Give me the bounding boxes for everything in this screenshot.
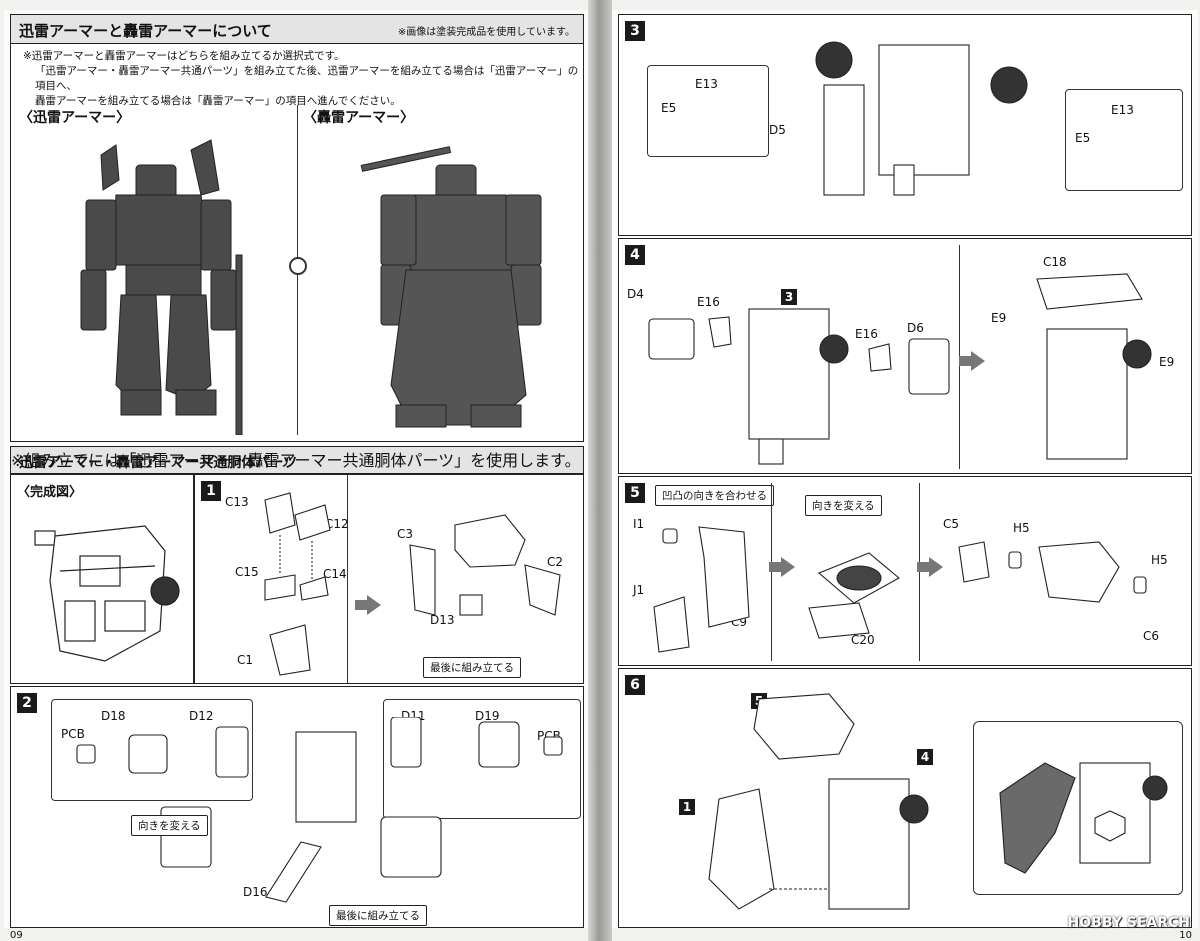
part-label: E16 <box>855 327 878 341</box>
step-1-parts-drawing <box>264 492 331 676</box>
part-label: D18 <box>101 709 126 723</box>
section-note: ※組み立てには「迅雷アーマー・轟雷アーマー共通胴体パーツ」を使用します。 <box>11 451 581 470</box>
left-page: 迅雷アーマーと轟雷アーマーについて ※画像は塗装完成品を使用しています。 ※迅雷… <box>4 10 588 941</box>
jinrai-armor-figure <box>80 139 243 435</box>
complete-label: 〈完成図〉 <box>17 485 83 500</box>
step-2-panel: 2 D18 D12 PCB D7 D11 D19 PCB D16 向きを変える <box>10 686 584 928</box>
part-label: J1 <box>633 583 645 597</box>
right-page: 3 E13 E5 D5 E13 E5 2 4 D4 E16 E16 D6 3 <box>612 10 1198 941</box>
sub-assembly-left <box>51 699 253 801</box>
intro-line: 轟雷アーマーを組み立てる場合は「轟雷アーマー」の項目へ進んでください。 <box>35 95 401 107</box>
step-number: 5 <box>625 483 645 503</box>
book-gutter <box>588 0 612 941</box>
sub-assembly-right <box>1065 89 1183 191</box>
completed-detail-drawing <box>999 762 1168 874</box>
ref-number: 1 <box>679 799 695 815</box>
step-5-c-drawing <box>958 541 1147 603</box>
step-5-a-drawing <box>653 526 750 653</box>
section-header: 迅雷アーマーと轟雷アーマーについて ※画像は塗装完成品を使用しています。 <box>11 15 583 44</box>
next-arrow-icon <box>769 557 795 577</box>
part-label: E13 <box>1111 103 1134 117</box>
part-label: E5 <box>661 101 677 115</box>
part-label: E13 <box>695 77 718 91</box>
step-3-assembly-drawing <box>815 41 1028 196</box>
part-label: C2 <box>547 555 564 569</box>
watermark: HOBBY SEARCH <box>1067 915 1190 931</box>
step-number: 3 <box>625 21 645 41</box>
step-4-panel: 4 D4 E16 E16 D6 3 C18 E9 E9 <box>618 238 1192 474</box>
gourai-armor-figure <box>360 146 542 428</box>
step-4-left-drawing <box>648 308 950 465</box>
step-4-right-drawing <box>1036 273 1152 460</box>
part-label: D12 <box>189 709 214 723</box>
part-label: C14 <box>323 567 347 581</box>
complete-figure-panel: 〈完成図〉 <box>10 474 194 684</box>
completed-detail-inset <box>973 721 1183 895</box>
completed-torso-drawing <box>34 525 180 662</box>
ref-number: 4 <box>917 749 933 765</box>
step-number: 1 <box>201 481 221 501</box>
part-label: D13 <box>430 613 455 627</box>
part-label: C18 <box>1043 255 1067 269</box>
part-label: PCB <box>61 727 85 741</box>
divider <box>919 483 920 661</box>
step-1-assembly-drawing <box>409 514 561 616</box>
next-arrow-icon <box>355 595 381 615</box>
part-label: C3 <box>397 527 414 541</box>
step-number: 6 <box>625 675 645 695</box>
step-3-panel: 3 E13 E5 D5 E13 E5 2 <box>618 14 1192 236</box>
callout-turn: 向きを変える <box>131 815 208 836</box>
section-title: 迅雷アーマー・轟雷アーマー共通胴体パーツ <box>19 455 298 471</box>
step-6-assembly-drawing <box>708 693 929 910</box>
ref-number: 3 <box>781 289 797 305</box>
page-number: 10 <box>1179 930 1192 941</box>
intro-line: 「迅雷アーマー・轟雷アーマー共通パーツ」を組み立てた後、迅雷アーマーを組み立てる… <box>35 65 579 92</box>
part-label: C15 <box>235 565 259 579</box>
part-label: C5 <box>943 517 960 531</box>
armor-selection-section: 迅雷アーマーと轟雷アーマーについて ※画像は塗装完成品を使用しています。 ※迅雷… <box>10 14 584 442</box>
part-label: C12 <box>325 517 349 531</box>
part-label: D19 <box>475 709 500 723</box>
part-label: D16 <box>243 885 268 899</box>
next-arrow-icon <box>917 557 943 577</box>
intro-text: ※迅雷アーマーと轟雷アーマーはどちらを組み立てるか選択式です。 「迅雷アーマー・… <box>23 49 583 109</box>
divider <box>347 475 348 683</box>
divider <box>771 483 772 661</box>
next-arrow-icon <box>959 351 985 371</box>
callout-last: 最後に組み立てる <box>423 657 521 678</box>
step-5-b-drawing <box>808 552 900 639</box>
callout-align: 凹凸の向きを合わせる <box>655 485 774 506</box>
part-label: I1 <box>633 517 645 531</box>
gourai-label: 〈轟雷アーマー〉 <box>303 110 415 126</box>
part-label: C6 <box>1143 629 1160 643</box>
part-label: H5 <box>1013 521 1030 535</box>
step-5-panel: 5 凹凸の向きを合わせる I1 J1 C9 向きを変える C20 C5 H5 H… <box>618 476 1192 666</box>
part-label: D4 <box>627 287 644 301</box>
step-number: 2 <box>17 693 37 713</box>
sub-assembly-left <box>647 65 769 157</box>
sub-assembly-right <box>383 699 581 819</box>
jinrai-label: 〈迅雷アーマー〉 <box>19 110 131 126</box>
part-label: C1 <box>237 653 254 667</box>
intro-line: ※迅雷アーマーと轟雷アーマーはどちらを組み立てるか選択式です。 <box>23 50 345 62</box>
step-6-panel: 6 5 4 1 <box>618 668 1192 928</box>
step-number: 4 <box>625 245 645 265</box>
part-label: E5 <box>1075 131 1091 145</box>
part-label: C13 <box>225 495 249 509</box>
common-torso-header: 迅雷アーマー・轟雷アーマー共通胴体パーツ ※組み立てには「迅雷アーマー・轟雷アー… <box>10 446 584 474</box>
page-number: 09 <box>10 930 23 941</box>
section-note: ※画像は塗装完成品を使用しています。 <box>397 27 575 38</box>
step-1-panel: 1 C13 C12 C15 C14 C1 C3 C2 D13 <box>194 474 584 684</box>
part-label: C20 <box>851 633 875 647</box>
callout-last: 最後に組み立てる <box>329 905 427 926</box>
swap-icon <box>289 257 307 275</box>
part-label: D6 <box>907 321 924 335</box>
callout-turn: 向きを変える <box>805 495 882 516</box>
part-label: D5 <box>769 123 786 137</box>
part-label: E16 <box>697 295 720 309</box>
part-label: E9 <box>991 311 1007 325</box>
part-label: H5 <box>1151 553 1168 567</box>
section-title: 迅雷アーマーと轟雷アーマーについて <box>19 22 272 40</box>
part-label: E9 <box>1159 355 1175 369</box>
